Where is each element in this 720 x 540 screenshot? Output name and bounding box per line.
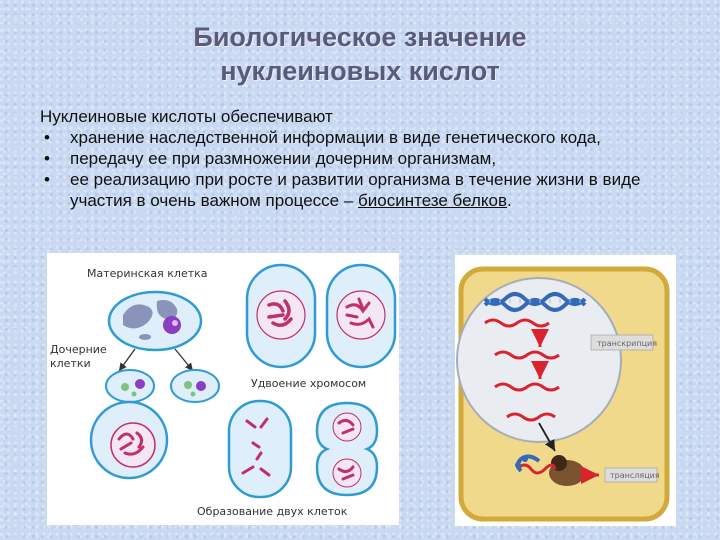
title-line-1: Биологическое значение (193, 22, 527, 52)
dividing-cell-1 (227, 399, 293, 499)
chromosome-cell-2 (325, 263, 397, 369)
protein-synthesis-illustration: транскрипция трансляция (456, 266, 670, 522)
export-arrow (538, 422, 556, 452)
transcription-label: транскрипция (597, 339, 657, 348)
mother-cell (107, 290, 203, 352)
bullet-item: • хранение наследственной информации в в… (40, 127, 700, 148)
two-cells-formation-label: Образование двух клеток (197, 505, 348, 518)
daughter-cell-left (105, 369, 155, 403)
bullet-marker: • (44, 170, 50, 189)
dividing-cell-2 (315, 401, 379, 497)
bullet-text: передачу ее при размножении дочерним орг… (70, 149, 497, 168)
protein-synthesis-figure: транскрипция трансляция (455, 255, 676, 526)
bullet-text: хранение наследственной информации в вид… (70, 128, 601, 147)
chromosome-cell-1 (245, 263, 317, 369)
translation-label: трансляция (610, 471, 660, 480)
dna-helix (483, 292, 587, 312)
transcription-label-box (590, 334, 654, 351)
daughter-cells-label-1: Дочерние (50, 343, 107, 356)
bullet-item: • ее реализацию при росте и развитии орг… (40, 169, 700, 211)
mrna-strand (484, 318, 550, 328)
nucleus (456, 277, 622, 443)
bullet-list: • хранение наследственной информации в в… (40, 127, 700, 211)
ribosome (515, 454, 585, 486)
protein-biosynthesis-link[interactable]: биосинтезе белков (358, 191, 508, 210)
mrna-strand (494, 350, 560, 360)
cell-division-illustration: Материнская клетка Дочерние клетки (50, 263, 397, 518)
daughter-cells-label-2: клетки (50, 357, 91, 370)
bullet-marker: • (44, 149, 50, 168)
cell-division-figure: Материнская клетка Дочерние клетки (47, 253, 399, 525)
bullet-text: ее реализацию при росте и развитии орган… (70, 170, 641, 210)
chromosome-doubling-label: Удвоение хромосом (251, 377, 366, 390)
mother-cell-label: Материнская клетка (87, 267, 208, 280)
body-text: Нуклеиновые кислоты обеспечивают • хране… (40, 106, 700, 211)
translation-label-box (604, 467, 658, 483)
daughter-cell-right (170, 369, 220, 403)
mrna-strand (494, 382, 560, 392)
bullet-marker: • (44, 128, 50, 147)
intro-text: Нуклеиновые кислоты обеспечивают (40, 107, 333, 126)
slide-title: Биологическое значение нуклеиновых кисло… (0, 20, 720, 88)
bullet-item: • передачу ее при размножении дочерним о… (40, 148, 700, 169)
mrna-strand (506, 412, 556, 422)
cell-with-nucleus (89, 400, 169, 480)
title-line-2: нуклеиновых кислот (220, 56, 500, 86)
bullet-period: . (507, 191, 512, 210)
